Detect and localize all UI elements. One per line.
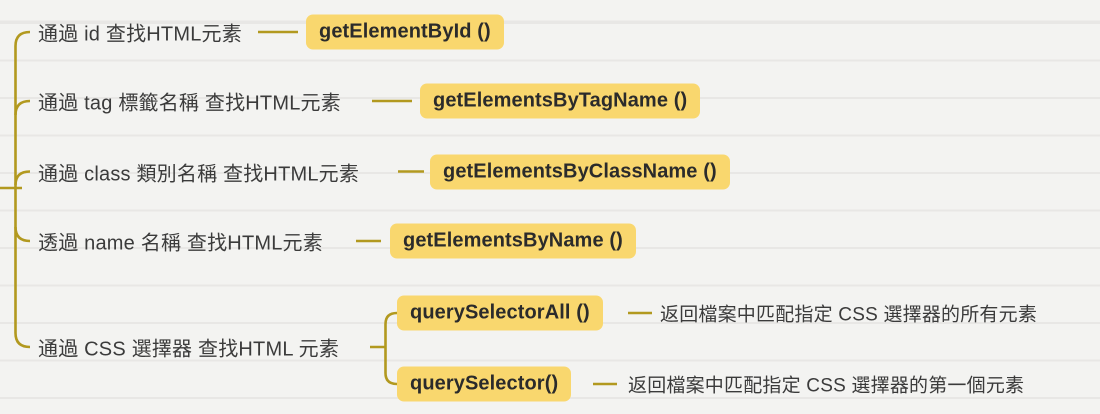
- branch-label-id[interactable]: 通過 id 查找HTML元素: [38, 23, 242, 46]
- branch-label-tag[interactable]: 通過 tag 標籤名稱 查找HTML元素: [38, 92, 341, 115]
- branch-flare-name: [14, 226, 31, 243]
- method-node-getelementsbyname[interactable]: getElementsByName (): [390, 223, 636, 259]
- method-node-getelementbyid[interactable]: getElementById (): [306, 14, 504, 50]
- connector-css-fork: [370, 311, 398, 386]
- method-node-queryselector[interactable]: querySelector(): [397, 366, 572, 402]
- method-node-getelementsbytagname[interactable]: getElementsByTagName (): [420, 83, 701, 119]
- description-queryselector[interactable]: 返回檔案中匹配指定 CSS 選擇器的第一個元素: [628, 375, 1025, 397]
- branch-flare-class: [14, 170, 31, 186]
- branch-flare-tag: [14, 99, 31, 116]
- method-node-getelementsbyclassname[interactable]: getElementsByClassName (): [430, 154, 730, 189]
- branch-label-css[interactable]: 通過 CSS 選擇器 查找HTML 元素: [38, 338, 340, 361]
- method-node-queryselectorall[interactable]: querySelectorAll (): [397, 295, 603, 331]
- description-queryselectorall[interactable]: 返回檔案中匹配指定 CSS 選擇器的所有元素: [660, 304, 1038, 326]
- trunk-line: [14, 30, 31, 349]
- branch-label-name[interactable]: 透過 name 名稱 查找HTML元素: [38, 232, 323, 255]
- branch-label-class[interactable]: 通過 class 類別名稱 查找HTML元素: [38, 163, 360, 185]
